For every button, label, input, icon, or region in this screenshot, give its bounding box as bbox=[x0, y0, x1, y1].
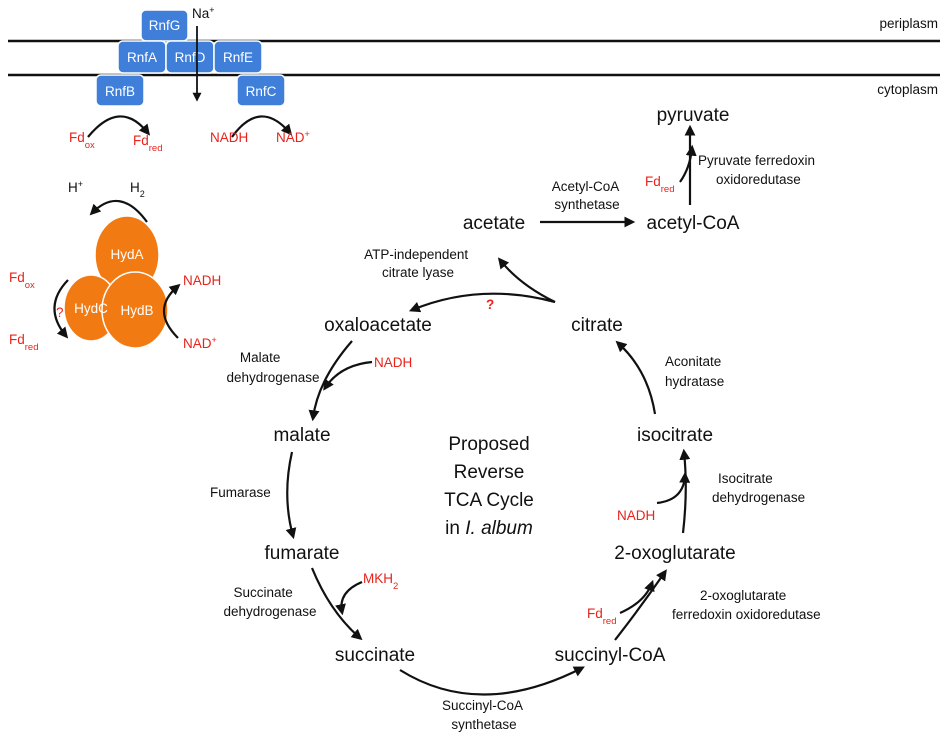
periplasm-label: periplasm bbox=[879, 16, 938, 31]
acl-to-acetate-arrow bbox=[497, 257, 556, 303]
rnfa-label: RnfA bbox=[127, 50, 157, 65]
hyd-h-plus: H+ bbox=[68, 179, 83, 195]
rnf-fd-red: Fdred bbox=[133, 133, 163, 154]
acl-to-oxaloacetate-arrow bbox=[408, 292, 556, 313]
ofor-fd-red: Fdred bbox=[587, 606, 617, 627]
rnfc-box bbox=[236, 74, 286, 107]
fumarase-arrow bbox=[285, 451, 297, 540]
idh-label: Isocitrate dehydrogenase bbox=[712, 471, 805, 505]
title-line-4: in I. album bbox=[445, 518, 533, 539]
sdh-label: Succinate dehydrogenase bbox=[223, 585, 316, 619]
title-line-2: Reverse bbox=[454, 462, 525, 483]
aco-arrow bbox=[615, 340, 657, 415]
hyd-h2-arrow bbox=[89, 199, 148, 223]
aco-label: Aconitate hydratase bbox=[665, 354, 725, 389]
idh-nadh: NADH bbox=[617, 508, 655, 523]
rnfg-label: RnfG bbox=[149, 18, 181, 33]
scs-arrow bbox=[399, 666, 585, 696]
rnfc-label: RnfC bbox=[246, 84, 277, 99]
ofor-label: 2-oxoglutarate ferredoxin oxidoredutase bbox=[672, 588, 821, 622]
hyd-h2: H2 bbox=[130, 180, 145, 199]
scs-label: Succinyl-CoA synthetase bbox=[442, 698, 526, 732]
hyd-nadh-arrow bbox=[163, 283, 181, 339]
succinyl-coa-label: succinyl-CoA bbox=[555, 645, 666, 666]
mdh-label: Malate dehydrogenase bbox=[226, 350, 319, 385]
mdh-cofactor-arrow bbox=[323, 360, 373, 391]
rnfb-label: RnfB bbox=[105, 84, 135, 99]
hyd-complex: H+ H2 Fdox ? Fdred HydA HydB HydC NADH N… bbox=[9, 179, 221, 353]
sdh-arrow bbox=[310, 567, 363, 641]
cytoplasm-label: cytoplasm bbox=[877, 82, 938, 97]
sdh-mkh2: MKH2 bbox=[363, 571, 398, 592]
rnf-complex: RnfG RnfA RnfD RnfE RnfB RnfC Na+ Fdox F… bbox=[69, 5, 310, 154]
ofor-arrow bbox=[614, 569, 667, 641]
acetate-label: acetate bbox=[463, 213, 525, 234]
hyd-nad: NAD+ bbox=[183, 335, 217, 351]
center-title: Proposed Reverse TCA Cycle in I. album bbox=[444, 434, 534, 539]
fumarase-label: Fumarase bbox=[210, 485, 271, 500]
title-line-1: Proposed bbox=[448, 434, 529, 455]
acl-label: ATP-independent citrate lyase bbox=[364, 247, 472, 280]
acl-question: ? bbox=[486, 297, 494, 312]
rnfb-box bbox=[95, 74, 145, 107]
malate-label: malate bbox=[273, 425, 330, 446]
rnf-nadh-arrow bbox=[231, 115, 293, 138]
succinate-label: succinate bbox=[335, 645, 415, 666]
fumarate-label: fumarate bbox=[265, 543, 340, 564]
rnfe-box bbox=[213, 40, 263, 74]
sdh-cofactor-arrow bbox=[335, 580, 363, 616]
oxoglutarate-label: 2-oxoglutarate bbox=[614, 543, 735, 564]
hyda-label: HydA bbox=[110, 247, 143, 262]
metabolites: pyruvate acetyl-CoA acetate citrate oxal… bbox=[265, 105, 740, 666]
ofor-cofactor-arrow bbox=[619, 579, 655, 615]
hyd-nadh: NADH bbox=[183, 273, 221, 288]
rnfd-label: RnfD bbox=[175, 50, 206, 65]
hyd-fd-arrow bbox=[53, 279, 69, 339]
na-ion-label: Na+ bbox=[192, 5, 215, 21]
rnf-fd-arrow bbox=[87, 115, 151, 138]
rnf-nadh: NADH bbox=[210, 130, 248, 145]
acetyl-coa-label: acetyl-CoA bbox=[647, 213, 740, 234]
cofactor-labels: Fdred ? NADH MKH2 Fdred NADH bbox=[363, 174, 675, 627]
rnfg-box bbox=[140, 9, 189, 42]
acs-label: Acetyl-CoA synthetase bbox=[552, 179, 623, 212]
rnf-fd-ox: Fdox bbox=[69, 130, 95, 151]
pfor-label: Pyruvate ferredoxin oxidoredutase bbox=[698, 153, 819, 187]
pyruvate-label: pyruvate bbox=[657, 105, 730, 126]
idh-arrow bbox=[679, 448, 691, 534]
citrate-label: citrate bbox=[571, 315, 623, 336]
hyd-fd-red: Fdred bbox=[9, 332, 39, 353]
enzyme-labels: Pyruvate ferredoxin oxidoredutase Acetyl… bbox=[210, 153, 821, 732]
hyd-fd-ox: Fdox bbox=[9, 270, 35, 291]
rnfe-label: RnfE bbox=[223, 50, 253, 65]
hyd-question: ? bbox=[56, 305, 64, 320]
hydc-label: HydC bbox=[74, 301, 108, 316]
rnf-nad: NAD+ bbox=[276, 129, 310, 145]
hydb-subunit bbox=[101, 271, 169, 349]
reaction-arrows bbox=[285, 124, 697, 696]
title-line-3: TCA Cycle bbox=[444, 490, 534, 511]
mdh-nadh: NADH bbox=[374, 355, 412, 370]
pfor-fd-red: Fdred bbox=[645, 174, 675, 195]
oxaloacetate-label: oxaloacetate bbox=[324, 315, 432, 336]
hydb-label: HydB bbox=[120, 303, 153, 318]
idh-cofactor-arrow bbox=[656, 471, 691, 505]
pfor-cofactor-arrow bbox=[679, 144, 697, 183]
isocitrate-label: isocitrate bbox=[637, 425, 713, 446]
